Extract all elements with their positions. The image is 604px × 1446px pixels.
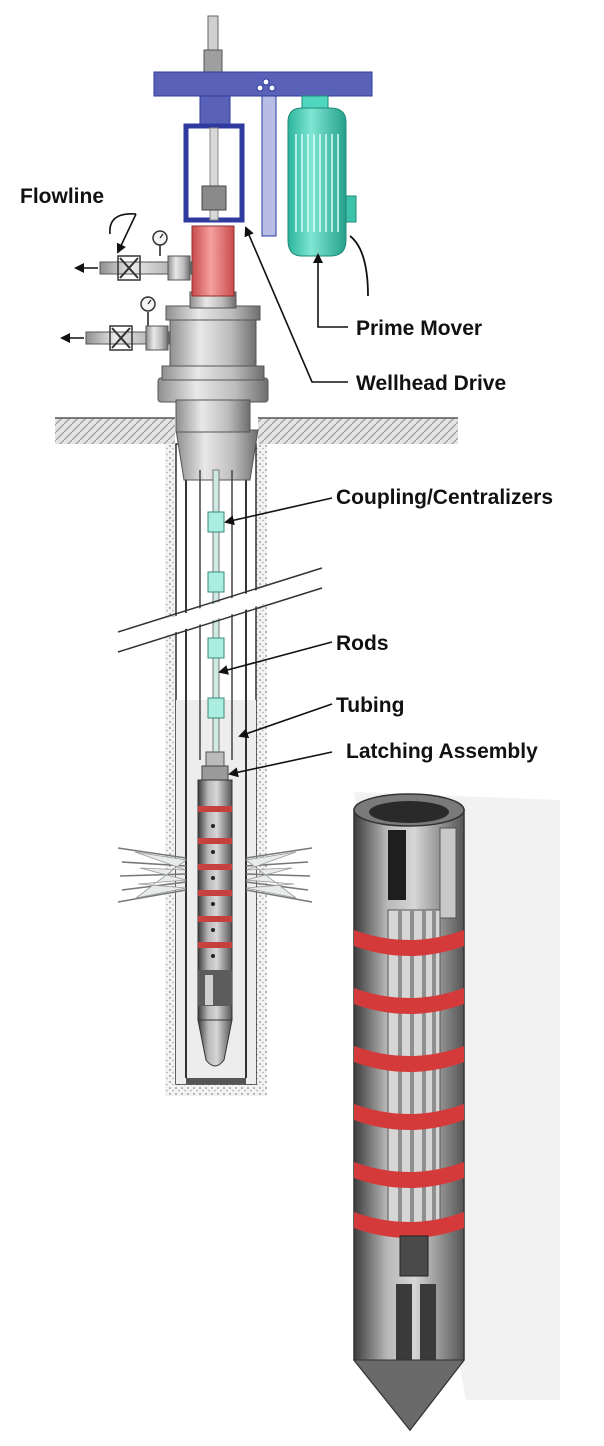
flowline-lower: [60, 296, 171, 351]
label-wellhead-drive: Wellhead Drive: [356, 372, 506, 395]
label-tubing: Tubing: [336, 694, 404, 717]
perforations-right: [245, 847, 313, 903]
coupling-centralizer: [207, 511, 225, 533]
label-coupling-centralizers: Coupling/Centralizers: [336, 486, 553, 509]
label-flowline: Flowline: [20, 185, 104, 208]
label-prime-mover: Prime Mover: [356, 317, 482, 340]
coupling-centralizer: [207, 571, 225, 593]
leader-lines: [109, 213, 348, 778]
flowline-upper: [74, 230, 193, 281]
wellhead: [157, 291, 269, 433]
perforations-left: [117, 847, 187, 903]
label-latching-assembly: Latching Assembly: [346, 740, 538, 763]
stuffing-box: [191, 225, 235, 297]
prime-mover: [287, 95, 369, 297]
coupling-centralizer: [207, 637, 225, 659]
pump-cutaway-view: [352, 792, 560, 1432]
label-rods: Rods: [336, 632, 389, 655]
downhole-pump: [197, 751, 233, 1067]
depth-break-lines: [117, 567, 323, 653]
coupling-centralizer: [207, 697, 225, 719]
wellhead-drive: [153, 15, 373, 237]
ground: [55, 417, 458, 444]
